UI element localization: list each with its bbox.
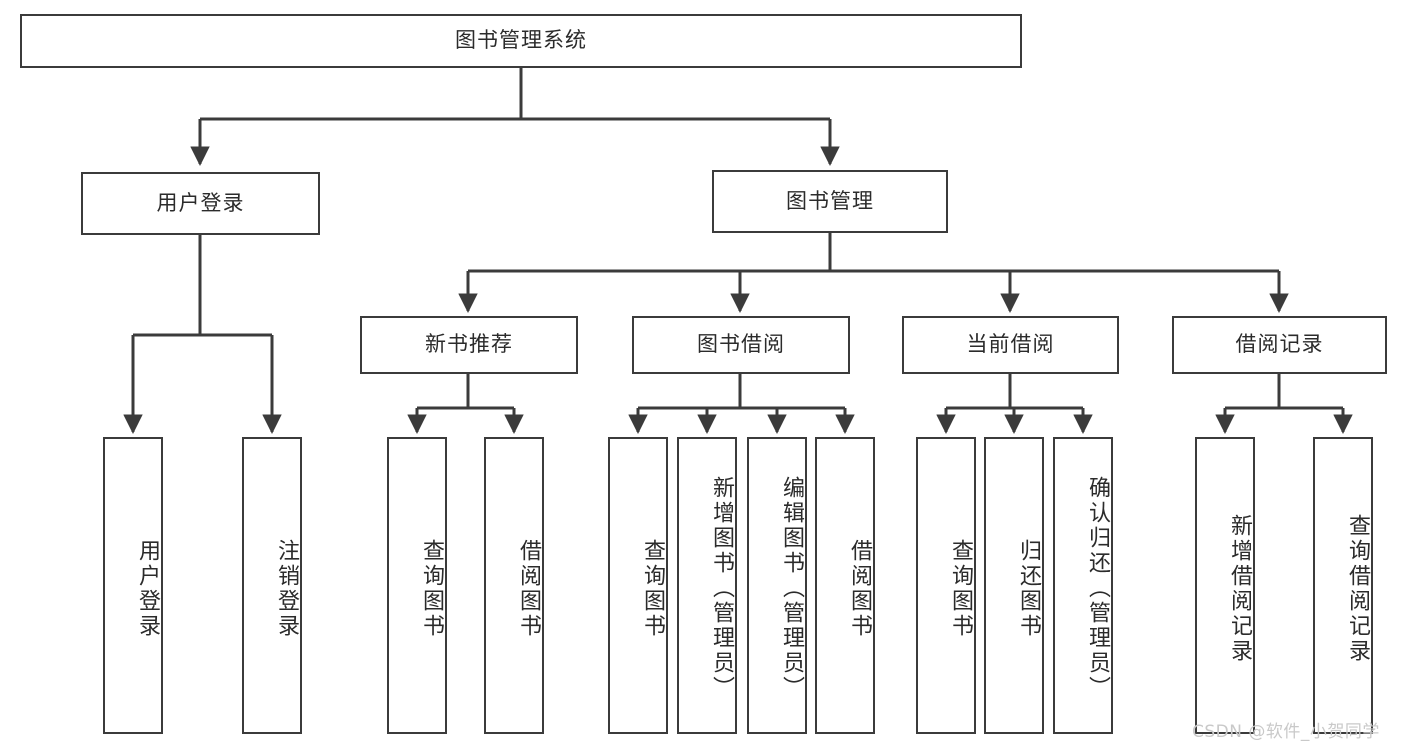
node-leaf-confirm-return[interactable]: 确认归还（管理员）: [1053, 437, 1113, 734]
node-leaf-query-book-2-label: 查询图书: [640, 538, 665, 639]
node-leaf-query-book-3-label: 查询图书: [948, 538, 973, 639]
node-borrow-record[interactable]: 借阅记录: [1172, 316, 1387, 374]
node-book-borrow-label: 图书借阅: [697, 332, 785, 357]
node-leaf-borrow-book-1-label: 借阅图书: [516, 538, 541, 639]
node-leaf-borrow-book-1[interactable]: 借阅图书: [484, 437, 544, 734]
node-leaf-logout-login[interactable]: 注销登录: [242, 437, 302, 734]
node-leaf-logout-login-label: 注销登录: [274, 538, 299, 639]
node-leaf-query-book-3[interactable]: 查询图书: [916, 437, 976, 734]
node-book-management[interactable]: 图书管理: [712, 170, 948, 233]
node-new-book-recommend[interactable]: 新书推荐: [360, 316, 578, 374]
node-leaf-borrow-book-2-label: 借阅图书: [847, 538, 872, 639]
node-leaf-confirm-return-label: 确认归还（管理员）: [1085, 476, 1110, 701]
node-leaf-user-login-label: 用户登录: [135, 538, 160, 639]
node-book-borrow[interactable]: 图书借阅: [632, 316, 850, 374]
node-new-book-recommend-label: 新书推荐: [425, 332, 513, 357]
node-leaf-query-borrow-record[interactable]: 查询借阅记录: [1313, 437, 1373, 734]
node-root[interactable]: 图书管理系统: [20, 14, 1022, 68]
node-leaf-return-book[interactable]: 归还图书: [984, 437, 1044, 734]
node-root-label: 图书管理系统: [455, 28, 587, 53]
node-leaf-add-book-label: 新增图书（管理员）: [709, 476, 734, 701]
node-leaf-add-book[interactable]: 新增图书（管理员）: [677, 437, 737, 734]
node-leaf-edit-book-label: 编辑图书（管理员）: [779, 476, 804, 701]
node-leaf-add-borrow-record[interactable]: 新增借阅记录: [1195, 437, 1255, 734]
node-current-borrow[interactable]: 当前借阅: [902, 316, 1119, 374]
node-leaf-edit-book[interactable]: 编辑图书（管理员）: [747, 437, 807, 734]
node-leaf-user-login[interactable]: 用户登录: [103, 437, 163, 734]
node-leaf-query-book-1[interactable]: 查询图书: [387, 437, 447, 734]
node-user-login-label: 用户登录: [156, 190, 245, 215]
node-leaf-query-borrow-record-label: 查询借阅记录: [1345, 513, 1370, 664]
node-leaf-add-borrow-record-label: 新增借阅记录: [1227, 513, 1252, 664]
node-leaf-borrow-book-2[interactable]: 借阅图书: [815, 437, 875, 734]
node-leaf-query-book-1-label: 查询图书: [419, 538, 444, 639]
node-current-borrow-label: 当前借阅: [966, 332, 1055, 357]
node-leaf-query-book-2[interactable]: 查询图书: [608, 437, 668, 734]
node-book-management-label: 图书管理: [786, 188, 874, 213]
node-user-login[interactable]: 用户登录: [81, 172, 320, 235]
csdn-watermark: CSDN @软件_小贺同学: [1192, 722, 1380, 742]
node-borrow-record-label: 借阅记录: [1235, 332, 1324, 357]
node-leaf-return-book-label: 归还图书: [1016, 538, 1041, 639]
